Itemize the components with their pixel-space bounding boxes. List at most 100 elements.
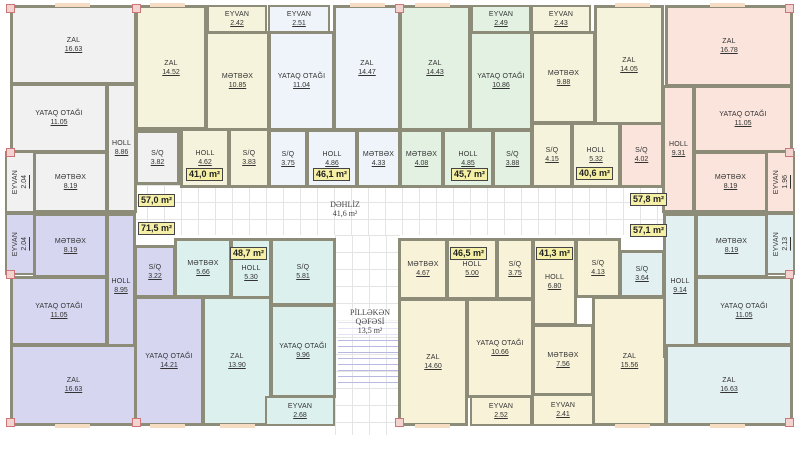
room-name: S/Q [506, 150, 519, 158]
window [710, 424, 745, 428]
room-area: 4.85 [461, 159, 475, 167]
room-name: MƏTBƏX [407, 261, 439, 268]
apt9-metbex: MƏTBƏX 4.67 [398, 238, 448, 300]
room-name: S/Q [635, 147, 648, 154]
room-area: 5.32 [589, 156, 603, 163]
room-area: 14.47 [358, 69, 376, 76]
room-area: 9.14 [673, 286, 687, 294]
room-area: 14.05 [620, 66, 638, 73]
room-area: 5.66 [196, 269, 210, 276]
room-name: MƏTBƏX [405, 150, 438, 158]
room-name: YATAQ OTAĞI [476, 340, 524, 347]
apt11-total-badge: 57,1 m² [630, 224, 668, 237]
room-area: 10.66 [491, 349, 509, 356]
room-area: 5.30 [244, 274, 258, 281]
room-area: 5.81 [296, 273, 310, 280]
room-name: MƏTBƏX [54, 237, 87, 245]
room-name: MƏTBƏX [187, 260, 219, 267]
room-name: YATAQ OTAĞI [35, 303, 83, 310]
room-name: EYVAN [287, 403, 313, 410]
room-area: 16.63 [64, 46, 83, 53]
room-name: MƏTBƏX [547, 352, 579, 359]
room-area: 2.49 [494, 20, 508, 27]
window [150, 3, 185, 7]
room-name: EYVAN [12, 231, 19, 257]
column [785, 148, 794, 157]
window [615, 3, 650, 7]
column [6, 4, 15, 13]
room-name: YATAQ OTAĞI [35, 110, 83, 117]
room-area: 14.60 [424, 363, 442, 370]
room-area: 11.05 [735, 312, 753, 319]
room-area: 8.19 [63, 183, 78, 190]
column [132, 4, 141, 13]
room-name: S/Q [508, 261, 522, 268]
room-name: YATAQ OTAĞI [719, 111, 767, 118]
room-name: S/Q [151, 149, 164, 157]
apt5-zal: ZAL 14.05 [594, 5, 664, 125]
room-area: 4.08 [414, 159, 429, 167]
room-name: ZAL [622, 57, 636, 64]
apt8-total-badge: 48,7 m² [230, 247, 268, 260]
room-name: HOLL [195, 150, 215, 157]
apt6-total-badge: 57,8 m² [630, 193, 668, 206]
room-area: 10.86 [492, 82, 510, 89]
stairwell-name-2: QƏFƏSİ [355, 317, 385, 326]
room-name: ZAL [428, 60, 442, 67]
room-name: YATAQ OTAĞI [720, 303, 768, 310]
room-area: 11.04 [293, 82, 310, 89]
window [350, 3, 385, 7]
room-name: EYVAN [772, 169, 780, 195]
corridor-area: 41,6 m² [332, 209, 358, 218]
room-name: EYVAN [488, 403, 514, 410]
room-area: 8.19 [724, 246, 739, 254]
corridor-name: DƏHLİZ [330, 200, 360, 209]
window [220, 424, 255, 428]
room-name: HOLL [462, 261, 482, 268]
room-name: ZAL [622, 353, 637, 360]
room-area: 3.88 [505, 159, 520, 167]
room-area: 2.04 [21, 237, 28, 251]
room-name: S/Q [148, 263, 162, 271]
room-name: ZAL [230, 353, 244, 360]
window [55, 424, 90, 428]
room-name: HOLL [544, 274, 565, 281]
room-area: 9.31 [671, 150, 686, 157]
window [710, 3, 745, 7]
apt7-total-badge: 71,5 m² [138, 222, 176, 235]
room-name: YATAQ OTAĞI [145, 353, 193, 360]
apt7-yataq2: YATAQ OTAĞI 14.21 [134, 296, 204, 426]
apt5-total-badge: 40,6 m² [576, 167, 614, 180]
room-area: 15.56 [620, 362, 639, 369]
room-area: 4.67 [416, 270, 430, 277]
room-area: 14.21 [160, 362, 178, 369]
apt10-zal: ZAL 15.56 [592, 296, 667, 426]
room-area: 16.63 [720, 386, 738, 393]
column [395, 418, 404, 427]
column [6, 148, 15, 157]
room-name: EYVAN [286, 11, 312, 18]
